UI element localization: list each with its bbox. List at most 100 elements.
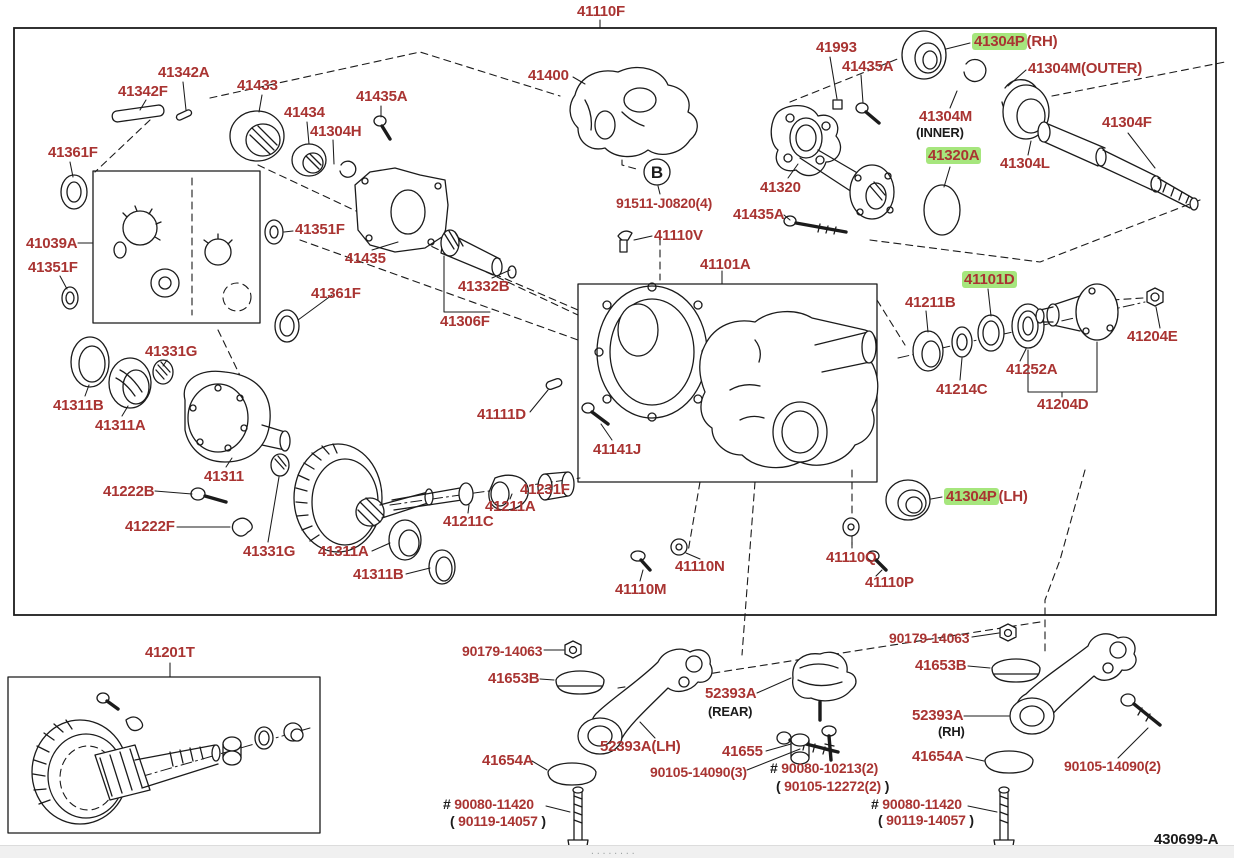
part-label-41110v[interactable]: 41110V (654, 227, 703, 244)
spacer-41655 (790, 733, 810, 765)
bolt-41110p (866, 550, 888, 572)
part-label-90179-14063-r[interactable]: 90179-14063 (889, 630, 970, 646)
part-label-41433[interactable]: 41433 (237, 77, 278, 94)
part-label-41211b[interactable]: 41211B (905, 294, 956, 311)
bottom-strip (0, 845, 1234, 858)
diff-case-41311 (183, 370, 291, 463)
seal-41304p-lh (885, 479, 931, 521)
part-label-90119-14057-r[interactable]: ( 90119-14057 ) (878, 812, 974, 828)
bolt-41141j (581, 402, 610, 426)
part-label-41361f-1[interactable]: 41361F (48, 144, 98, 161)
part-label-41320a[interactable]: 41320A (926, 147, 982, 164)
bolt-90080-10213 (821, 725, 837, 762)
part-label-90119-14057-l[interactable]: ( 90119-14057 ) (450, 813, 546, 829)
part-label-91511-j0820[interactable]: 91511-J0820(4) (616, 195, 713, 211)
part-label-41204e[interactable]: 41204E (1127, 328, 1178, 345)
part-label-41331g-1[interactable]: 41331G (145, 343, 198, 360)
lock-plate-41222f (231, 517, 253, 537)
part-label-41039a[interactable]: 41039A (26, 235, 78, 252)
spindle-cluster (912, 283, 1164, 398)
part-label-41351f-2[interactable]: 41351F (295, 221, 345, 238)
part-label-41331g-2[interactable]: 41331G (243, 543, 296, 560)
part-label-41332b[interactable]: 41332B (458, 278, 510, 295)
part-label-41222f[interactable]: 41222F (125, 518, 175, 535)
part-label-41141j[interactable]: 41141J (593, 441, 642, 458)
part-label-90105-12272[interactable]: ( 90105-12272(2) ) (776, 778, 890, 794)
part-label-41993[interactable]: 41993 (816, 39, 857, 56)
part-label-41400[interactable]: 41400 (528, 67, 569, 84)
part-label-90105-14090-2[interactable]: 90105-14090(2) (1064, 758, 1161, 774)
washer-41351f-left (61, 286, 79, 310)
part-label-41231f[interactable]: 41231F (520, 481, 570, 498)
part-label-41304m-outer[interactable]: 41304M(OUTER) (1028, 60, 1143, 77)
part-label-41304f[interactable]: 41304F (1102, 114, 1152, 131)
part-label-90080-10213[interactable]: # 90080-10213(2) (770, 760, 879, 776)
grommet-41110n (670, 538, 688, 556)
part-label-90179-14063-l[interactable]: 90179-14063 (462, 643, 543, 659)
part-label-52393a-rear[interactable]: 52393A (705, 685, 757, 702)
housing-41435 (354, 167, 449, 253)
part-label-41435a-2[interactable]: 41435A (842, 58, 894, 75)
grommet-41110q (842, 517, 860, 537)
part-label-41214c[interactable]: 41214C (936, 381, 988, 398)
part-label-41435a-1[interactable]: 41435A (356, 88, 408, 105)
part-label-41654a-r[interactable]: 41654A (912, 748, 964, 765)
part-label-41342f[interactable]: 41342F (118, 83, 168, 100)
bearing-41331g-upper (152, 359, 174, 385)
part-label-90080-11420-r[interactable]: # 90080-11420 (871, 796, 962, 812)
part-label-41342a[interactable]: 41342A (158, 64, 210, 81)
part-label-90105-14090-3[interactable]: 90105-14090(3) (650, 764, 747, 780)
part-label-41110f[interactable]: 41110F (577, 3, 626, 20)
part-label-41101a[interactable]: 41101A (700, 256, 751, 273)
part-label-41304m-inner[interactable]: 41304M (919, 108, 973, 125)
pinion-shaft-41342f (111, 104, 165, 123)
part-label-41110p[interactable]: 41110P (865, 574, 914, 591)
part-label-41311a-2[interactable]: 41311A (318, 543, 369, 560)
part-label-52393a-rh[interactable]: 52393A (912, 707, 964, 724)
part-label-41435[interactable]: 41435 (345, 250, 386, 267)
part-label-41204d[interactable]: 41204D (1037, 396, 1089, 413)
part-label-41655[interactable]: 41655 (722, 743, 763, 760)
nut-90179-l (564, 640, 582, 659)
bolt-41435a-long (783, 215, 848, 235)
part-label-41211a[interactable]: 41211A (485, 498, 536, 515)
part-label-41110n[interactable]: 41110N (675, 558, 725, 575)
part-label-41304p-lh[interactable]: 41304P(LH) (944, 488, 1028, 505)
detail-marker-b: B (643, 158, 671, 186)
part-label-52393a-rh-sub[interactable]: (RH) (938, 724, 965, 739)
part-label-41201t[interactable]: 41201T (145, 644, 195, 661)
part-label-41434[interactable]: 41434 (284, 104, 325, 121)
part-label-41311b-1[interactable]: 41311B (53, 397, 104, 414)
part-label-41653b-r[interactable]: 41653B (915, 657, 967, 674)
part-label-41654a-l[interactable]: 41654A (482, 752, 534, 769)
part-label-41311[interactable]: 41311 (204, 468, 244, 485)
part-label-41351f-1[interactable]: 41351F (28, 259, 78, 276)
part-label-41311a-1[interactable]: 41311A (95, 417, 146, 434)
part-label-41304h[interactable]: 41304H (310, 123, 362, 140)
part-label-41222b[interactable]: 41222B (103, 483, 155, 500)
leader-lines (59, 19, 1161, 813)
bearing-41433 (229, 110, 285, 162)
part-label-52393a-lh[interactable]: 52393A(LH) (600, 738, 681, 755)
part-label-41435a-3[interactable]: 41435A (733, 206, 785, 223)
part-label-41211c[interactable]: 41211C (443, 513, 494, 530)
part-label-41311b-2[interactable]: 41311B (353, 566, 404, 583)
part-label-41111d[interactable]: 41111D (477, 406, 526, 423)
part-label-41306f[interactable]: 41306F (440, 313, 490, 330)
part-label-41101d[interactable]: 41101D (962, 271, 1017, 288)
part-label-41304m-inner-sub[interactable]: (INNER) (916, 125, 964, 140)
breather-plug-41110v (617, 230, 633, 253)
part-label-41304l[interactable]: 41304L (1000, 155, 1050, 172)
part-label-41252a[interactable]: 41252A (1006, 361, 1058, 378)
part-label-52393a-rear-sub[interactable]: (REAR) (708, 704, 753, 719)
part-label-41320[interactable]: 41320 (760, 179, 801, 196)
bearing-41304l (1002, 84, 1050, 140)
part-label-41304p-rh[interactable]: 41304P(RH) (972, 33, 1058, 50)
part-label-41653b-l[interactable]: 41653B (488, 670, 540, 687)
part-label-41361f-2[interactable]: 41361F (311, 285, 361, 302)
part-label-41110q[interactable]: 41110Q (826, 549, 877, 566)
part-label-90080-11420-l[interactable]: # 90080-11420 (443, 796, 534, 812)
part-label-41110m[interactable]: 41110M (615, 581, 667, 598)
shaft-41304f (1037, 121, 1199, 211)
bolt-41435a-mid (855, 102, 881, 125)
